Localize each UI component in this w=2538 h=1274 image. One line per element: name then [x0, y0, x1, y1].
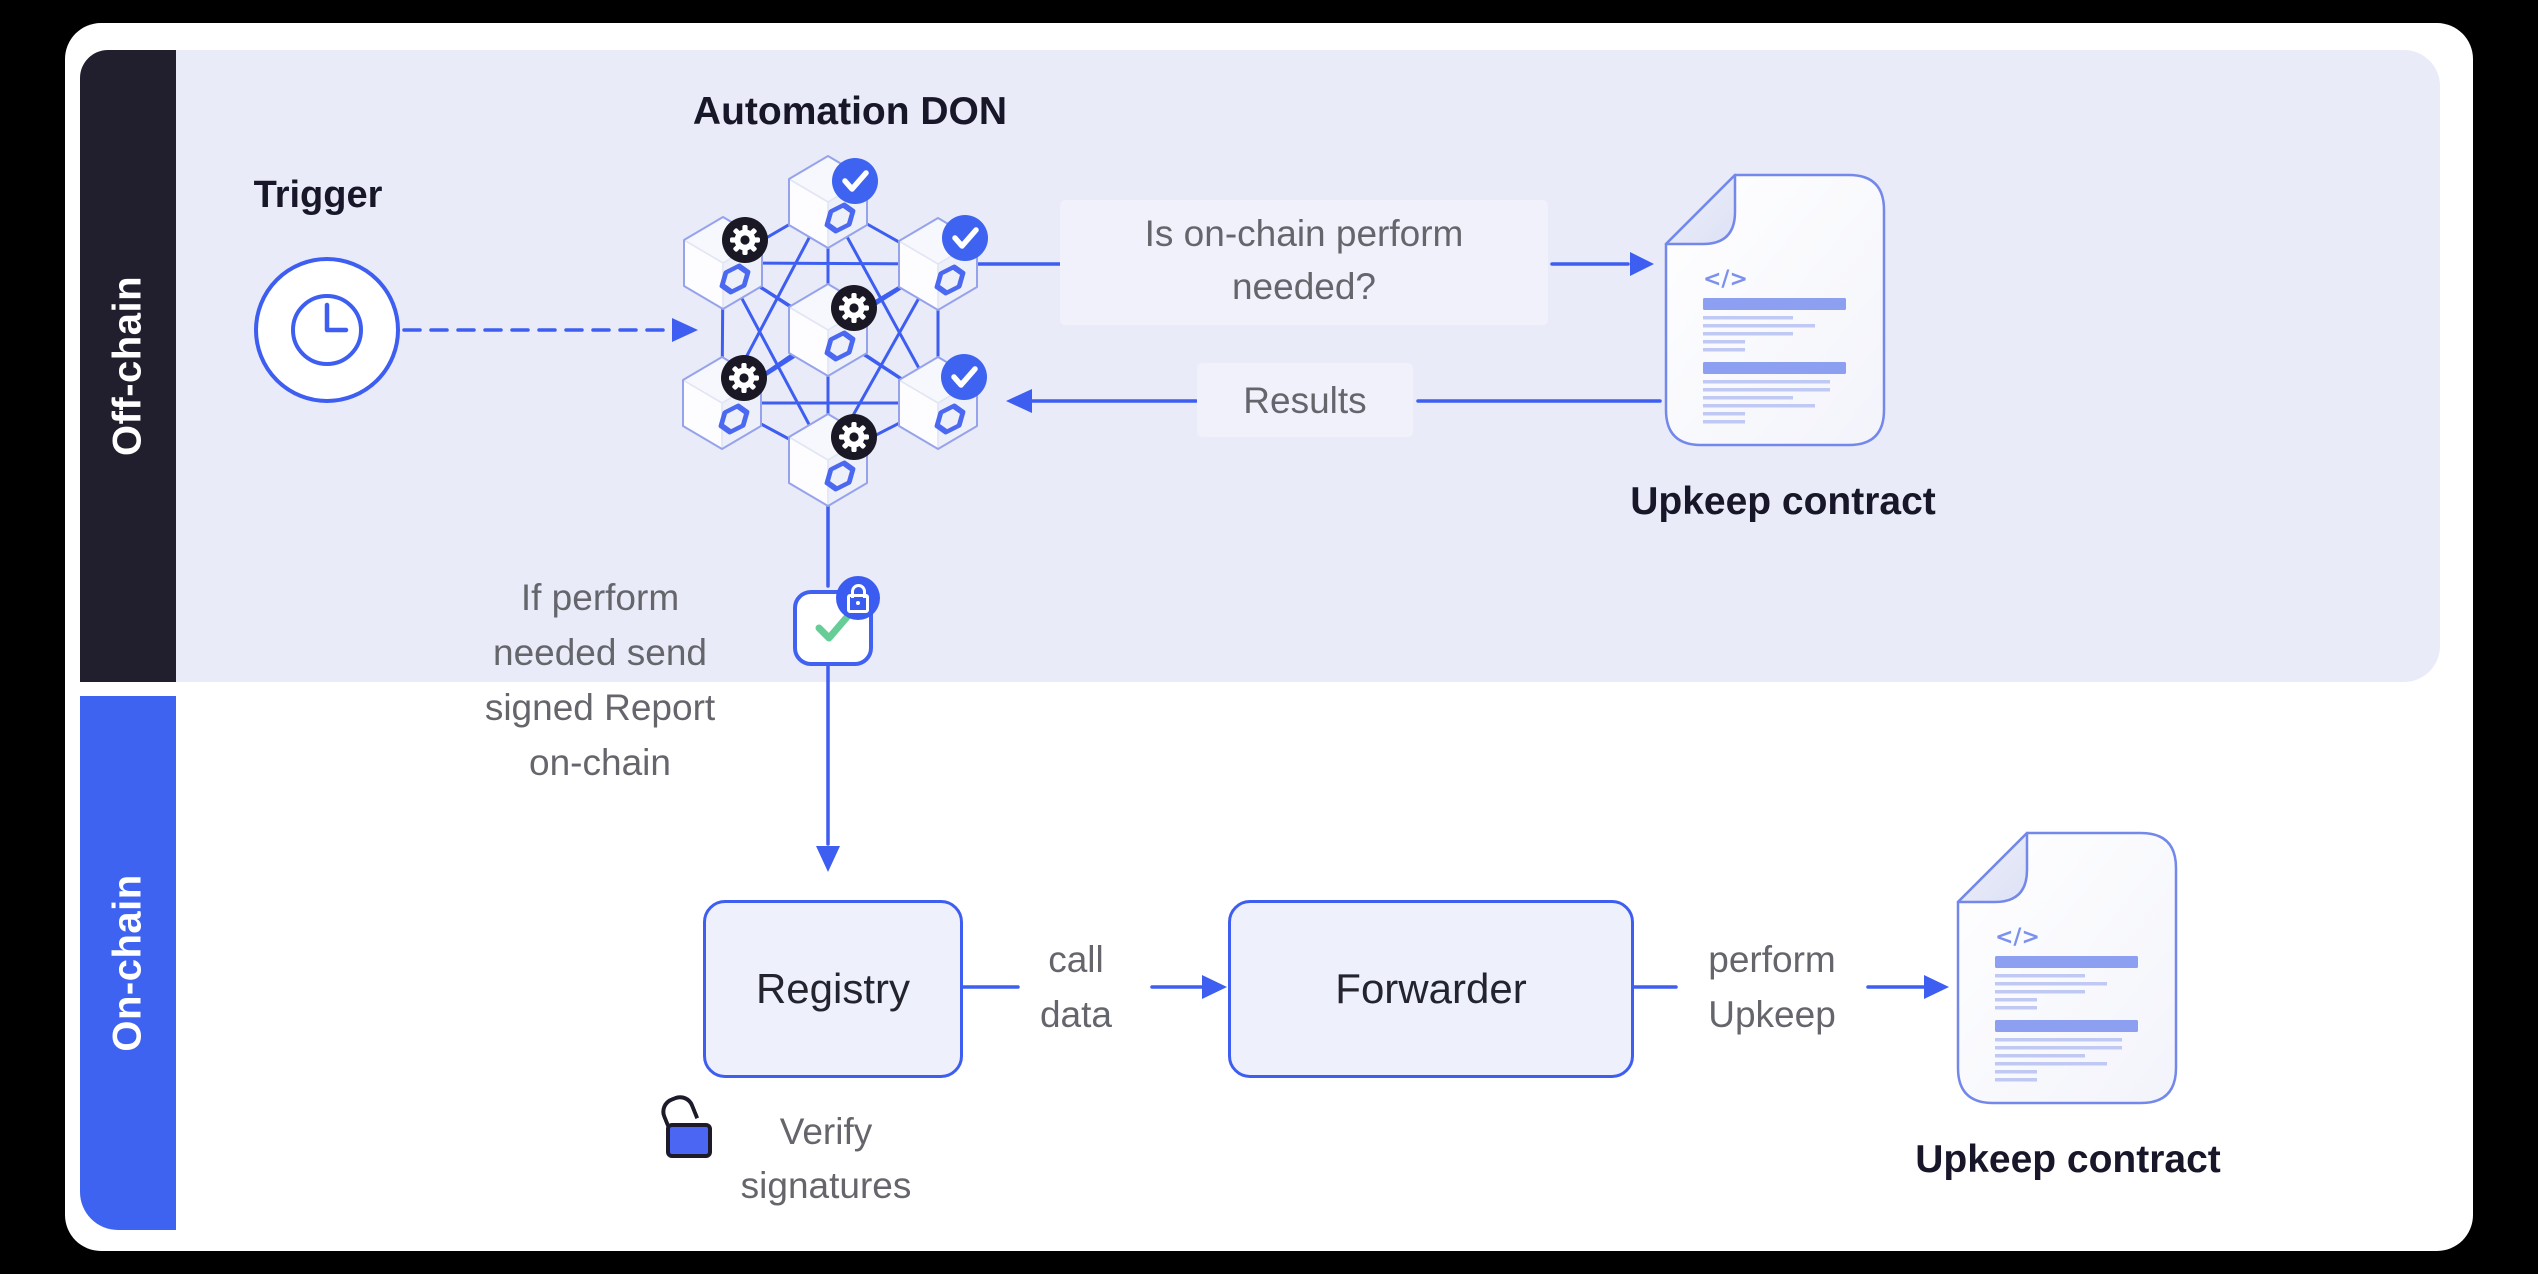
sidebar-off-chain: Off-chain — [80, 50, 176, 682]
forwarder-label: Forwarder — [1335, 965, 1527, 1012]
registry-label: Registry — [755, 965, 911, 1012]
if-perform-line: needed send — [493, 632, 707, 673]
call-data-label: call data — [1039, 939, 1112, 1035]
don-title: Automation DON — [692, 90, 1008, 133]
check-icon — [941, 354, 987, 400]
registry-box: Registry — [703, 900, 963, 1078]
upkeep-contract-label-bottom: Upkeep contract — [1915, 1138, 2221, 1181]
forwarder-box: Forwarder — [1228, 900, 1634, 1078]
unlock-icon — [656, 1090, 712, 1158]
check-icon — [832, 158, 878, 204]
perform-question-chip: Is on-chain perform needed? — [1060, 200, 1548, 325]
gear-icon — [831, 414, 877, 460]
perform-question-line1: Is on-chain perform — [1144, 213, 1464, 254]
perform-question-line2: needed? — [1231, 266, 1377, 307]
sidebar-on-chain: On-chain — [80, 696, 176, 1230]
code-glyph: </> — [1995, 925, 2040, 950]
check-icon — [942, 215, 988, 261]
perform-upkeep-label: perform Upkeep — [1708, 939, 1836, 1035]
results-chip: Results — [1197, 363, 1413, 437]
results-label: Results — [1243, 380, 1367, 421]
verify-signatures-label: Verify signatures — [740, 1111, 912, 1206]
code-glyph: </> — [1703, 267, 1748, 292]
check-icon — [815, 613, 851, 642]
clock-icon — [254, 257, 400, 403]
if-perform-line: on-chain — [529, 742, 671, 783]
code-file-icon: </> — [1664, 173, 1886, 447]
code-file-icon: </> — [1956, 831, 2178, 1105]
don-network — [630, 120, 1050, 560]
gear-icon — [722, 217, 768, 263]
lock-icon — [836, 576, 880, 620]
if-perform-note: If perform needed send signed Report on-… — [450, 570, 750, 790]
if-perform-line: If perform — [520, 577, 680, 618]
gear-icon — [721, 355, 767, 401]
trigger-title: Trigger — [253, 174, 383, 216]
if-perform-line: signed Report — [484, 687, 716, 728]
off-chain-label: Off-chain — [105, 275, 150, 457]
on-chain-label: On-chain — [105, 874, 150, 1052]
upkeep-contract-label-top: Upkeep contract — [1630, 480, 1936, 523]
gear-icon — [831, 285, 877, 331]
